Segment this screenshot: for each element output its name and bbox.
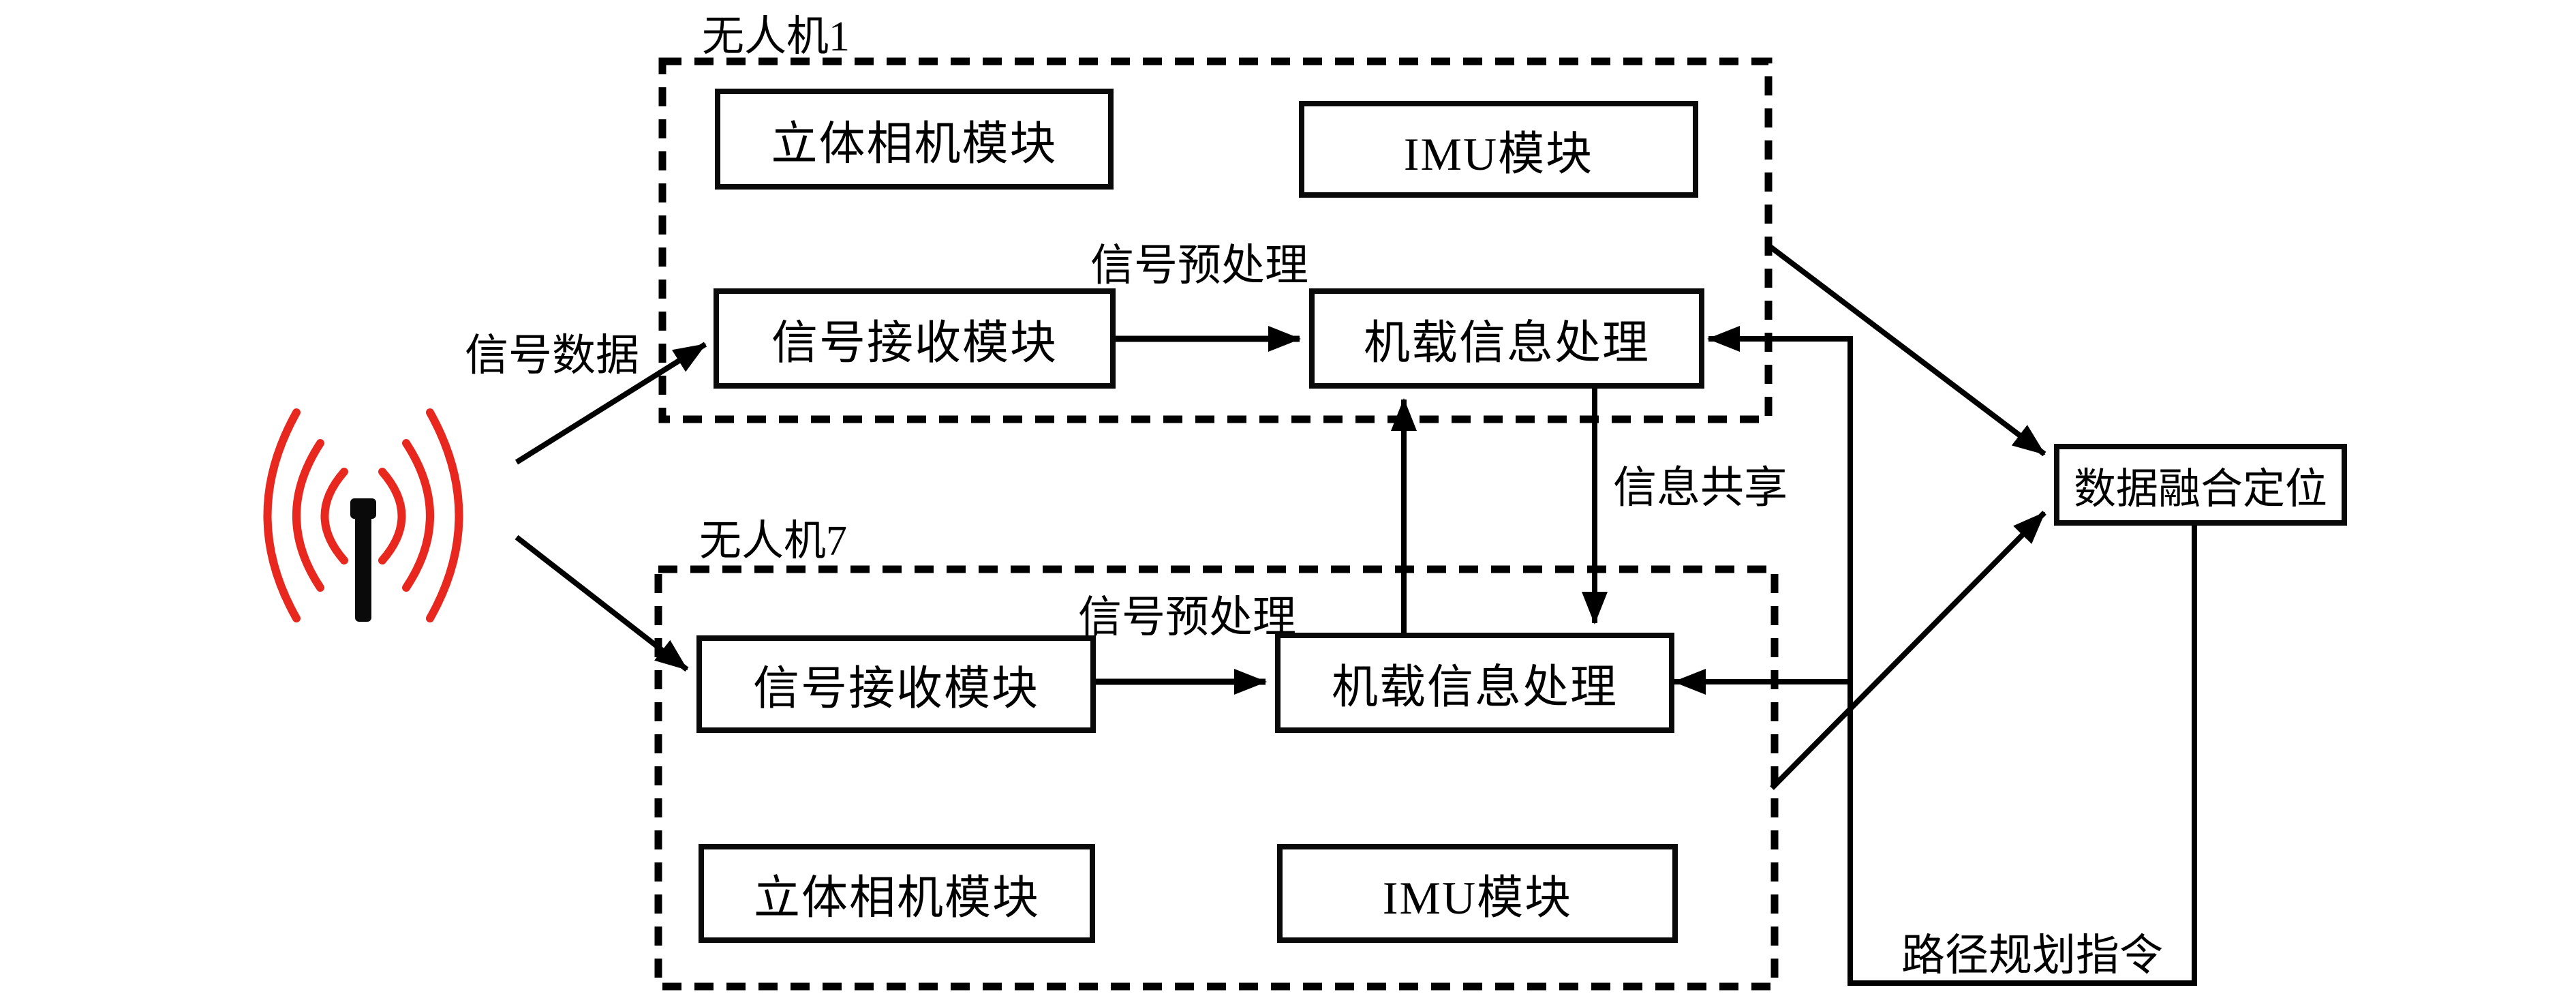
arrow-signal-data-to-uav1-receiver [515, 342, 707, 465]
uav1-preprocess-label: 信号预处理 [1090, 241, 1308, 290]
signal-wave-arc [292, 439, 324, 592]
uav1-imu-module-box: IMU模块 [1299, 101, 1698, 198]
arrow-signal-data-to-uav7-receiver [515, 534, 689, 672]
path-planning-label: 路径规划指令 [1901, 931, 2163, 980]
uav7-receiver-module-box: 信号接收模块 [696, 635, 1096, 733]
signal-wave-arc [320, 468, 348, 564]
uav1-camera-module-box: 立体相机模块 [715, 89, 1114, 190]
uav1-processor-module-box: 机载信息处理 [1309, 288, 1704, 389]
path-planning-feedback-line [1707, 326, 2197, 986]
info-share-label: 信息共享 [1613, 464, 1788, 512]
uav7-processor-module-box: 机载信息处理 [1275, 633, 1674, 733]
antenna-mast-cap [350, 498, 376, 519]
signal-wave-arc [426, 408, 463, 622]
uav1-boundary [658, 57, 1773, 423]
uav7-title: 无人机7 [699, 518, 848, 564]
signal-wave-arc [263, 408, 301, 622]
arrow-uav7-boundary-to-fusion [1770, 511, 2046, 790]
signal-wave-arc [378, 468, 406, 564]
uav1-receiver-module-box: 信号接收模块 [714, 288, 1116, 389]
uav7-imu-module-box: IMU模块 [1277, 844, 1678, 943]
arrow-uav1-boundary-to-fusion [1766, 243, 2046, 457]
uav1-title: 无人机1 [702, 14, 850, 60]
data-fusion-box: 数据融合定位 [2054, 444, 2347, 526]
signal-wave-arc [402, 439, 434, 592]
uav7-boundary [654, 565, 1779, 991]
uav7-preprocess-label: 信号预处理 [1078, 593, 1296, 642]
antenna-mast [355, 504, 371, 622]
signal-data-label: 信号数据 [465, 331, 639, 380]
uav7-camera-module-box: 立体相机模块 [699, 844, 1095, 943]
signal-wave-arcs [263, 408, 463, 622]
radio-signal-icon [263, 408, 463, 622]
